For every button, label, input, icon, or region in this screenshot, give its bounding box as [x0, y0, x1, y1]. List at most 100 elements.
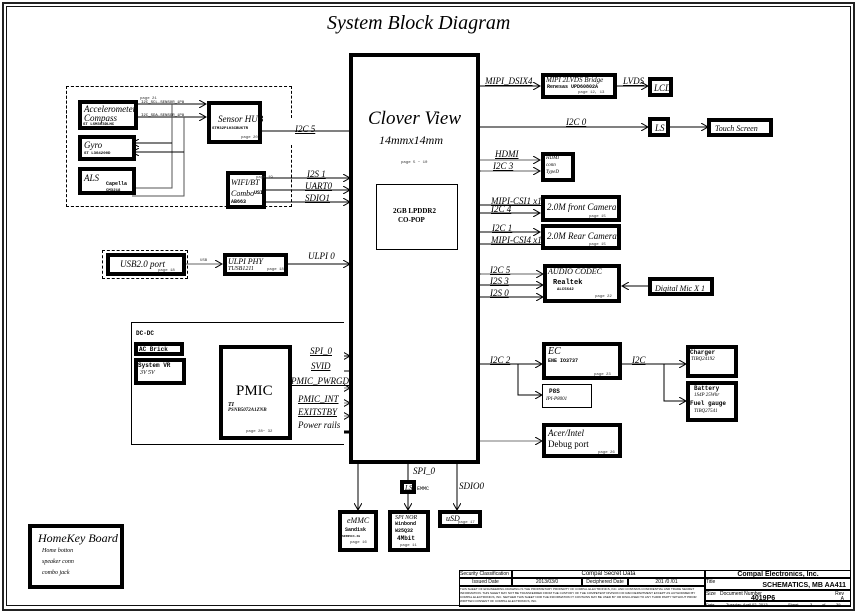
ac-brick-block[interactable]: AC Brick: [134, 342, 184, 356]
sig-spi0-nor: SPI_0: [413, 466, 435, 476]
security-label: Security Classification: [460, 571, 509, 577]
sig-i2c3: I2C 3: [493, 161, 514, 171]
sig-uart0: UART0: [305, 181, 332, 191]
usd-block[interactable]: uSD page 17: [438, 510, 482, 528]
debug-port-block[interactable]: Acer/Intel Debug port page 26: [542, 423, 622, 458]
hdmi-conn-block[interactable]: HDMI conn TypeD: [541, 152, 575, 182]
wifi-bt-block[interactable]: WIFI/BT Combo USI AB663 page 19: [226, 171, 273, 209]
ec-block[interactable]: EC ENE IO3737 page 23: [542, 342, 622, 380]
audio-codec-block[interactable]: AUDIO CODEC Realtek ALC5642 page 22: [543, 264, 621, 303]
wire-scl-als: [132, 104, 173, 189]
sig-i2c1: I2C 1: [492, 223, 513, 233]
notice-cell: THIS SHEET OF ENGINEERING DRAWING IS THE…: [459, 586, 705, 607]
sig-i2c4: I2C 4: [491, 204, 512, 214]
als-block[interactable]: ALS Capella CM3218: [78, 167, 136, 195]
ulpi-phy-block[interactable]: ULPI PHY TUSB1211 page 18: [223, 253, 288, 276]
lcd-block[interactable]: LCD: [648, 77, 673, 97]
gyro-block[interactable]: Gyro ST L3G4200D: [78, 135, 136, 161]
wire-p8s: [517, 364, 542, 395]
fuel-gauge-part: TIBQ27541: [694, 409, 718, 414]
sig-i2s0: I2S 0: [490, 288, 509, 298]
charger-label: Charger: [690, 349, 716, 356]
audio-part: ALC5642: [557, 288, 574, 292]
of-value: 39: [836, 602, 841, 607]
memory-block[interactable]: 2GB LPDDR2 CO-POP: [376, 184, 458, 250]
bridge-label: MIPI 2LVDS Bridge: [546, 76, 604, 84]
sig-i2s1: I2S 1: [307, 169, 326, 179]
sensor-hub-bus: I2C 5: [295, 124, 316, 134]
sig-pmic-int: PMIC_INT: [298, 394, 339, 404]
audio-codec-label: AUDIO CODEC: [548, 267, 602, 276]
sensor-hub-label: Sensor HUB: [218, 114, 264, 124]
homekey-title: HomeKey Board: [38, 531, 118, 545]
sensor-hub-page: page 20: [241, 136, 258, 140]
wifi-page: page 19: [256, 176, 273, 180]
bridge-part: Renesas UPD60802A: [547, 84, 599, 90]
sig-i2c0: I2C 0: [566, 117, 587, 127]
doc-value: 4019P6: [751, 595, 776, 602]
rev-label: Rev: [835, 591, 844, 597]
debug-line2: Debug port: [548, 439, 589, 449]
digital-mic-label: Digital Mic X 1: [655, 284, 705, 293]
sig-sdio0: SDIO0: [459, 481, 484, 491]
wifi-vendor: USI: [254, 190, 264, 196]
pmic-part: PSNB5072A1ZNB: [228, 408, 267, 413]
homekey-item: speaker conn: [42, 559, 74, 565]
sig-svid: SVID: [311, 361, 331, 371]
ls-label: LS: [655, 123, 665, 133]
ulpi-phy-part: TUSB1211: [228, 266, 254, 272]
rear-camera-block[interactable]: 2.0M Rear Camera page 15: [541, 224, 621, 250]
sensor-hub-block[interactable]: Sensor HUB STM32F103CBU6TR page 20: [207, 101, 264, 144]
wifi-line2: Combo: [231, 189, 255, 198]
sensor-hub-part: STM32F103CBU6TR: [212, 127, 249, 131]
sig-sdio1: SDIO1: [305, 193, 330, 203]
cpu-page: page 5 ~ 10: [401, 161, 428, 165]
system-vr-block[interactable]: System VR 3V 5V: [134, 358, 186, 385]
gyro-label: Gyro: [84, 140, 103, 150]
ulpi-phy-page: page 18: [267, 268, 284, 272]
sig-spi0: SPI_0: [310, 346, 332, 356]
spi-nor-block[interactable]: SPI NOR Winbond W25Q32 4Mbit page 11: [388, 510, 430, 552]
sensor-group-bottom: [66, 145, 292, 207]
emmc-label: eMMC: [347, 516, 370, 525]
charger-block[interactable]: Charger TIBQ24192: [686, 345, 738, 378]
touch-screen-block[interactable]: Touch Screen: [707, 118, 773, 137]
spi-nor-part: W25Q32: [395, 528, 414, 534]
sheet-label: Sheet: [788, 602, 799, 607]
deciphered-value-cell: 201 /0 /01: [628, 578, 705, 586]
spi-nor-vendor: Winbond: [395, 521, 417, 527]
usb-link-label: USB: [200, 259, 208, 263]
of-label: of: [822, 602, 826, 607]
usd-page: page 17: [458, 521, 475, 525]
security-label-cell: Security Classification: [459, 570, 512, 578]
ulpi-phy-label: ULPI PHY: [228, 257, 263, 266]
hdmi-conn-line3: TypeD: [546, 170, 559, 175]
homekey-board-block[interactable]: HomeKey Board Home botton speaker conn c…: [28, 524, 124, 589]
ls-emmc-block[interactable]: LS: [400, 480, 416, 494]
spi-nor-label: SPI NOR: [395, 515, 418, 521]
sig-csi4: MIPI-CSI4 x1: [491, 235, 542, 245]
usb-port-label: USB2.0 port: [120, 259, 165, 269]
doc-cell: Size Document Number 4019P6 Rev A: [705, 590, 851, 602]
cpu-block[interactable]: Clover View 14mmx14mm page 5 ~ 10 2GB LP…: [349, 53, 480, 464]
digital-mic-block[interactable]: Digital Mic X 1: [648, 277, 714, 296]
sig-lvds: LVDS: [623, 76, 645, 86]
pmic-block[interactable]: PMIC TI PSNB5072A1ZNB page 28~ 32: [219, 345, 292, 440]
accel-part: ST LSM303DLHC: [83, 123, 115, 127]
usb-port-group: [102, 250, 188, 279]
audio-vendor: Realtek: [553, 279, 583, 287]
accel-line1: Accelerometer: [84, 104, 137, 114]
sig-pmic-pwrgd: PMIC_PWRGD: [291, 376, 349, 386]
wifi-part: AB663: [231, 199, 247, 205]
sig-csi1: MIPI-CSI1 x1: [491, 196, 542, 206]
emmc-block[interactable]: eMMC Sandisk SDIN5C4-4G page 16: [338, 510, 378, 552]
battery-block[interactable]: Battery 1S4P 25Whr Fuel gauge TIBQ27541: [686, 381, 738, 422]
wire-battery: [663, 364, 686, 401]
front-camera-block[interactable]: 2.0M front Camera page 15: [541, 195, 621, 222]
usb-port-block[interactable]: USB2.0 port page 18: [106, 253, 186, 276]
ls-block[interactable]: LS: [648, 117, 670, 137]
p8s-block[interactable]: P8S IPI-P8001: [542, 384, 592, 408]
usb-port-page: page 18: [158, 269, 175, 273]
lvds-bridge-block[interactable]: MIPI 2LVDS Bridge Renesas UPD60802A page…: [541, 73, 617, 99]
accelerometer-block[interactable]: Accelerometer Compass ST LSM303DLHC: [78, 100, 138, 130]
